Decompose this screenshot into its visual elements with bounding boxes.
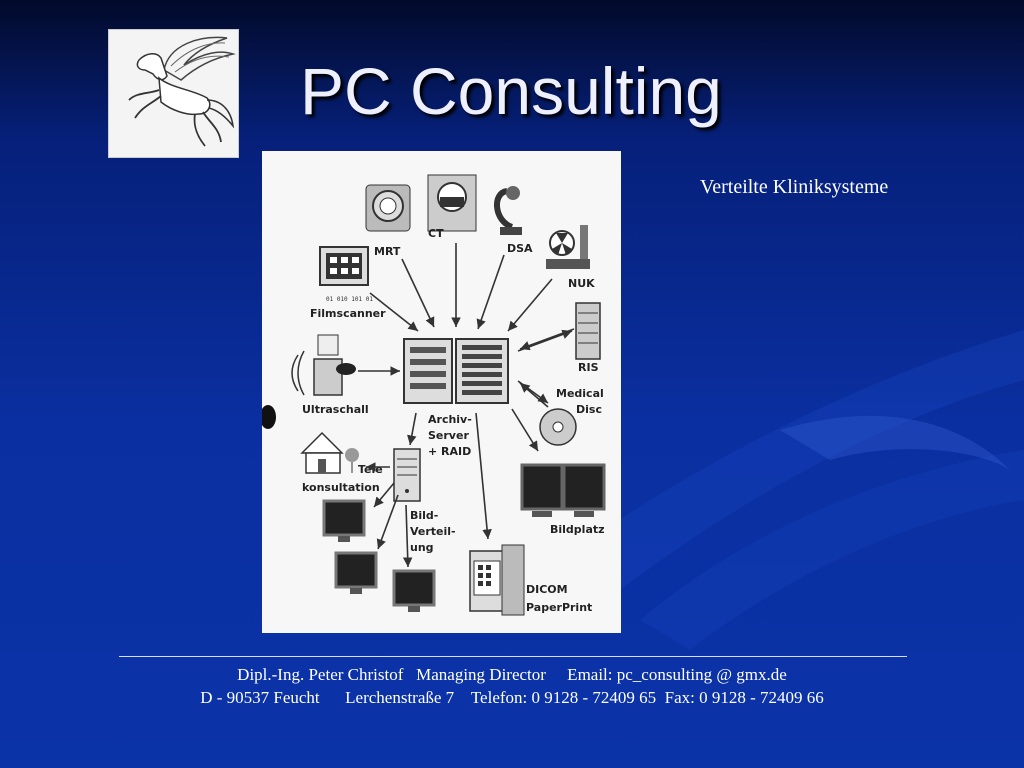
monitor-3-icon bbox=[392, 569, 436, 612]
label-dsa: DSA bbox=[507, 242, 533, 255]
house-icon bbox=[300, 431, 359, 474]
nuk-icon bbox=[546, 225, 590, 269]
label-archiv-2: Server bbox=[428, 429, 469, 442]
medical-disc-icon bbox=[539, 408, 577, 446]
clinic-systems-diagram: MRT CT DSA NUK bbox=[262, 151, 621, 633]
footer-divider bbox=[119, 656, 907, 657]
connection-arrows bbox=[358, 243, 573, 568]
label-ultraschall: Ultraschall bbox=[302, 403, 369, 416]
filmscanner-icon bbox=[319, 246, 369, 286]
label-bild-1: Bild- bbox=[410, 509, 438, 522]
monitor-1-icon bbox=[322, 499, 366, 542]
archive-server-icon bbox=[403, 338, 509, 404]
ultrasound-icon bbox=[291, 334, 356, 396]
footer-line-1: Dipl.-Ing. Peter Christof Managing Direc… bbox=[237, 665, 787, 684]
pegasus-logo bbox=[108, 29, 239, 158]
label-paperprint: PaperPrint bbox=[526, 601, 592, 614]
distribution-server-icon bbox=[393, 448, 421, 502]
filmscanner-code: 01 010 101 01 bbox=[326, 296, 373, 303]
label-bildplatz: Bildplatz bbox=[550, 523, 605, 536]
label-disc: Disc bbox=[576, 403, 602, 416]
workstation-monitors-icon bbox=[520, 463, 606, 517]
label-mrt: MRT bbox=[374, 245, 401, 258]
edge-blob bbox=[262, 405, 276, 429]
label-medical: Medical bbox=[556, 387, 604, 400]
label-tele: Tele bbox=[358, 463, 383, 476]
label-ris: RIS bbox=[578, 361, 599, 374]
footer-line-2: D - 90537 Feucht Lerchenstraße 7 Telefon… bbox=[200, 688, 824, 707]
label-bild-2: Verteil- bbox=[410, 525, 456, 538]
slide-title: PC Consulting bbox=[300, 54, 722, 128]
mrt-icon bbox=[365, 184, 411, 232]
label-konsultation: konsultation bbox=[302, 481, 380, 494]
monitor-2-icon bbox=[334, 551, 378, 594]
diagram-canvas: MRT CT DSA NUK bbox=[262, 174, 606, 616]
label-nuk: NUK bbox=[568, 277, 595, 290]
pegasus-logo-icon bbox=[128, 36, 236, 147]
ct-icon bbox=[427, 174, 477, 232]
label-archiv-1: Archiv- bbox=[428, 413, 472, 426]
printer-icon bbox=[469, 544, 525, 616]
label-archiv-3: + RAID bbox=[428, 445, 471, 458]
label-dicom: DICOM bbox=[526, 583, 568, 596]
label-ct: CT bbox=[428, 227, 444, 240]
label-filmscanner: Filmscanner bbox=[310, 307, 386, 320]
dsa-icon bbox=[494, 186, 522, 235]
label-bild-3: ung bbox=[410, 541, 434, 554]
slide-subtitle: Verteilte Kliniksysteme bbox=[700, 176, 889, 198]
ris-server-icon bbox=[575, 302, 601, 360]
